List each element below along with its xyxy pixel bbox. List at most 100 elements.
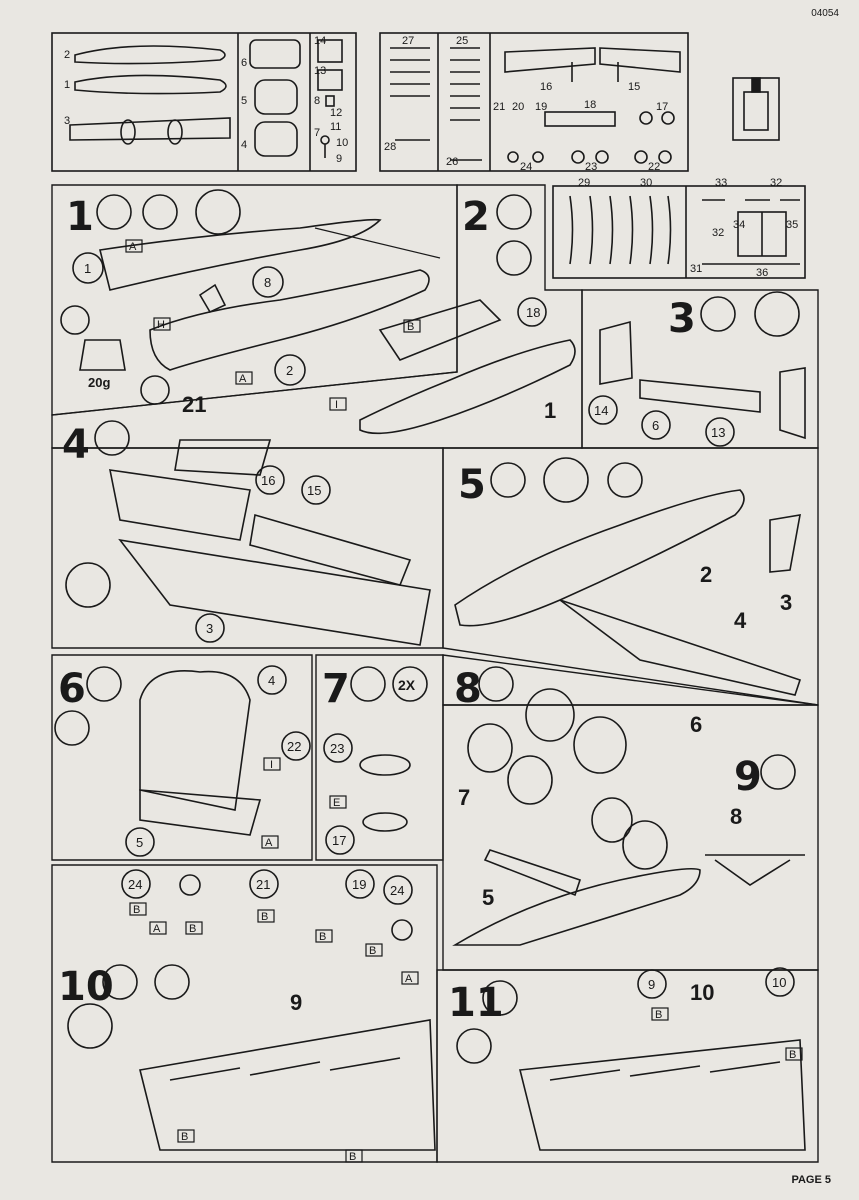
svg-text:32: 32	[770, 177, 782, 189]
svg-text:24: 24	[128, 877, 142, 892]
step-10: 10 24 21 19 24 9 B A B B B B A B B	[58, 869, 436, 1163]
svg-text:11: 11	[330, 121, 341, 133]
svg-text:11: 11	[448, 980, 504, 1026]
svg-text:3: 3	[206, 621, 213, 636]
step-1: 1 1 8 2 A H A 20g 21	[60, 189, 441, 417]
svg-text:18: 18	[584, 99, 596, 111]
svg-text:4: 4	[734, 608, 747, 633]
svg-text:15: 15	[628, 81, 640, 93]
svg-text:H: H	[157, 319, 165, 331]
svg-text:B: B	[261, 911, 268, 923]
svg-text:5: 5	[136, 835, 143, 850]
svg-text:28: 28	[384, 141, 396, 153]
step-4: 4 16 15 3	[62, 420, 431, 646]
callout: 8	[264, 275, 271, 290]
svg-text:24: 24	[390, 883, 404, 898]
svg-text:I: I	[335, 399, 338, 411]
step-6: 6 4 22 5 I A	[54, 665, 311, 857]
svg-text:23: 23	[585, 161, 597, 173]
svg-text:6: 6	[652, 418, 659, 433]
svg-text:19: 19	[535, 101, 547, 113]
step-9: 9 8 5	[452, 754, 805, 946]
step-7: 7 2X 23 17 E	[322, 666, 428, 855]
svg-text:6: 6	[58, 666, 86, 712]
svg-text:25: 25	[456, 35, 468, 47]
svg-text:6: 6	[241, 57, 247, 69]
sprue-a: 2 1 3 6 5 4 14 13 8 12 11 7 10 9	[51, 32, 357, 172]
svg-text:32: 32	[712, 227, 724, 239]
step-5: 5 2 3 4	[454, 457, 802, 696]
svg-text:21: 21	[256, 877, 270, 892]
step-8: 8 6 7	[454, 666, 702, 810]
svg-text:3: 3	[780, 590, 792, 615]
svg-text:A: A	[265, 837, 273, 849]
svg-text:5: 5	[458, 462, 486, 508]
step-1-number: 1	[66, 194, 94, 240]
step-3: 3 14 6 13	[588, 291, 806, 447]
weight-label: 20g	[88, 375, 110, 390]
svg-text:29: 29	[578, 177, 590, 189]
svg-text:3: 3	[64, 115, 70, 127]
svg-text:3: 3	[668, 296, 696, 342]
svg-text:23: 23	[330, 741, 344, 756]
svg-text:B: B	[369, 945, 376, 957]
svg-text:A: A	[129, 241, 137, 253]
svg-text:1: 1	[544, 398, 556, 423]
svg-text:10: 10	[690, 980, 714, 1005]
svg-text:8: 8	[454, 666, 482, 712]
svg-text:6: 6	[690, 712, 702, 737]
svg-text:22: 22	[287, 739, 301, 754]
svg-text:33: 33	[715, 177, 727, 189]
svg-text:9: 9	[648, 977, 655, 992]
svg-text:2X: 2X	[398, 677, 416, 693]
step-2: 2 18 1 B I	[329, 194, 576, 435]
svg-text:7: 7	[314, 127, 320, 139]
svg-text:31: 31	[690, 263, 702, 275]
svg-text:12: 12	[330, 107, 342, 119]
svg-text:4: 4	[241, 139, 247, 151]
svg-text:27: 27	[402, 35, 414, 47]
svg-text:7: 7	[458, 785, 470, 810]
kit-code: 04054	[811, 8, 839, 19]
svg-text:B: B	[189, 923, 196, 935]
svg-text:9: 9	[290, 990, 302, 1015]
svg-text:7: 7	[322, 666, 350, 712]
svg-text:9: 9	[734, 754, 762, 800]
svg-text:4: 4	[268, 673, 275, 688]
svg-text:24: 24	[520, 161, 532, 173]
svg-text:15: 15	[307, 483, 321, 498]
svg-text:17: 17	[656, 101, 668, 113]
callout: 1	[84, 261, 91, 276]
svg-text:16: 16	[540, 81, 552, 93]
svg-text:36: 36	[756, 267, 768, 279]
svg-text:8: 8	[314, 95, 320, 107]
svg-text:A: A	[239, 373, 247, 385]
svg-text:10: 10	[58, 964, 114, 1010]
page-number: PAGE 5	[791, 1174, 831, 1186]
svg-text:21: 21	[493, 101, 505, 113]
svg-text:16: 16	[261, 473, 275, 488]
svg-text:17: 17	[332, 833, 346, 848]
svg-text:B: B	[133, 904, 140, 916]
svg-text:30: 30	[640, 177, 652, 189]
svg-text:19: 19	[352, 877, 366, 892]
svg-text:B: B	[789, 1049, 796, 1061]
sprue-b: 27 25 21 20 19 18 16 15 17 28 26 24 23 2…	[379, 32, 689, 173]
svg-text:2: 2	[462, 194, 490, 240]
svg-text:34: 34	[733, 219, 745, 231]
svg-text:2: 2	[64, 49, 70, 61]
svg-text:9: 9	[336, 153, 342, 165]
svg-text:22: 22	[648, 161, 660, 173]
svg-text:35: 35	[786, 219, 798, 231]
svg-text:18: 18	[526, 305, 540, 320]
sprue-c: 29 30 33 32 32 34 35 31 36	[552, 177, 806, 279]
svg-text:1: 1	[64, 79, 70, 91]
goto-step: 21	[182, 392, 206, 417]
svg-text:26: 26	[446, 156, 458, 168]
svg-text:B: B	[181, 1131, 188, 1143]
svg-text:8: 8	[730, 804, 742, 829]
canopy-part-icon	[732, 77, 780, 141]
svg-text:5: 5	[482, 885, 494, 910]
